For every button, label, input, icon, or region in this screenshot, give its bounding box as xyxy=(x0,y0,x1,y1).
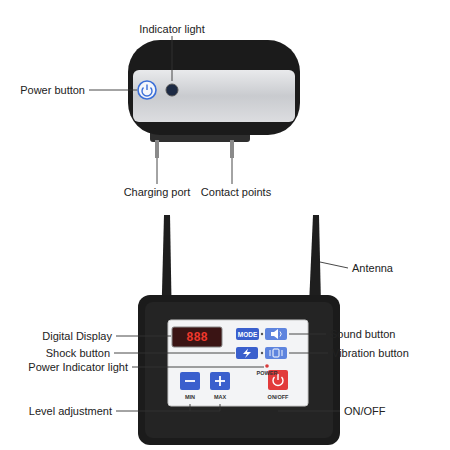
callout-label: Power Indicator light xyxy=(28,362,128,373)
panel-text: MIN xyxy=(185,395,195,401)
callout-label: Charging port xyxy=(124,187,191,198)
callout-label: Contact points xyxy=(201,187,271,198)
callout-label: Level adjustment xyxy=(29,406,112,417)
button-text: MODE xyxy=(238,331,258,338)
panel-text: ON/OFF xyxy=(268,395,289,401)
callout-label: Power button xyxy=(20,85,85,96)
callout-label: Antenna xyxy=(352,263,393,274)
callout-label: Vibration button xyxy=(332,348,409,359)
panel-text: MAX xyxy=(214,395,226,401)
leader-lines xyxy=(89,36,348,411)
remote-transmitter xyxy=(138,215,340,445)
display-digits: 888 xyxy=(186,332,208,344)
callout-label: Digital Display xyxy=(42,331,112,342)
collar-receiver xyxy=(128,40,300,158)
callout-label: Shock button xyxy=(46,348,110,359)
callout-label: ON/OFF xyxy=(344,406,386,417)
callout-label: Sound button xyxy=(330,329,395,340)
callout-label: Indicator light xyxy=(139,24,204,35)
panel-text: POWER xyxy=(257,371,278,377)
